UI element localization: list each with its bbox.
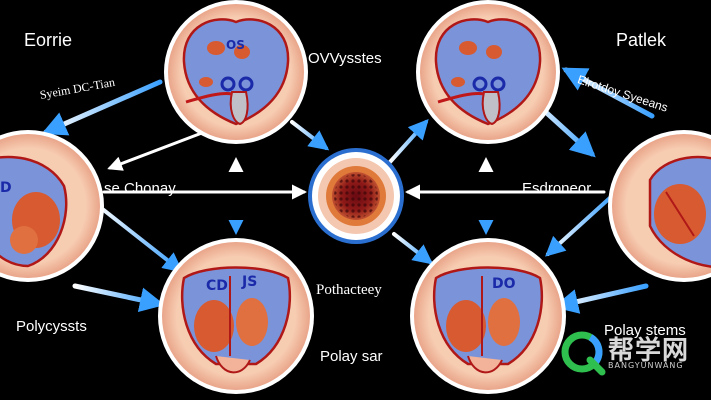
cell-right-edge [608,130,711,282]
watermark-chinese: 帮学网 [608,336,690,366]
cell-bottom-left [156,236,316,396]
cell-left-edge [0,130,104,282]
label-top-left: Eorrie [24,30,73,50]
center-tissue-node [308,148,404,244]
arrow-group [41,67,655,314]
label-mid-right: Esdroneor [522,180,592,197]
label-top-center: OVVysstes [308,50,382,67]
label-top-right: Patlek [616,30,667,50]
cell-top-left [162,0,310,146]
mark-bottom-left-a: CD [206,278,228,294]
label-bottom-center-upper: Pothacteey [316,282,382,298]
mark-bottom-right: DO [492,276,516,292]
cell-top-right [414,0,562,146]
label-bottom-left: Polycyssts [16,318,87,335]
mark-top-left: OS [226,38,245,52]
watermark: 帮学网 BANGYUNWANG [562,328,702,378]
label-mid-left: se Chonay [104,180,176,197]
watermark-logo-icon [561,331,606,376]
watermark-english: BANGYUNWANG [608,361,684,370]
cell-bottom-right [408,236,568,396]
label-bottom-center-lower: Polay sar [320,348,383,365]
label-bottom-right: Polay stems [604,322,686,339]
mark-left-edge: D [0,180,12,196]
mark-bottom-left-b: JS [242,274,258,290]
